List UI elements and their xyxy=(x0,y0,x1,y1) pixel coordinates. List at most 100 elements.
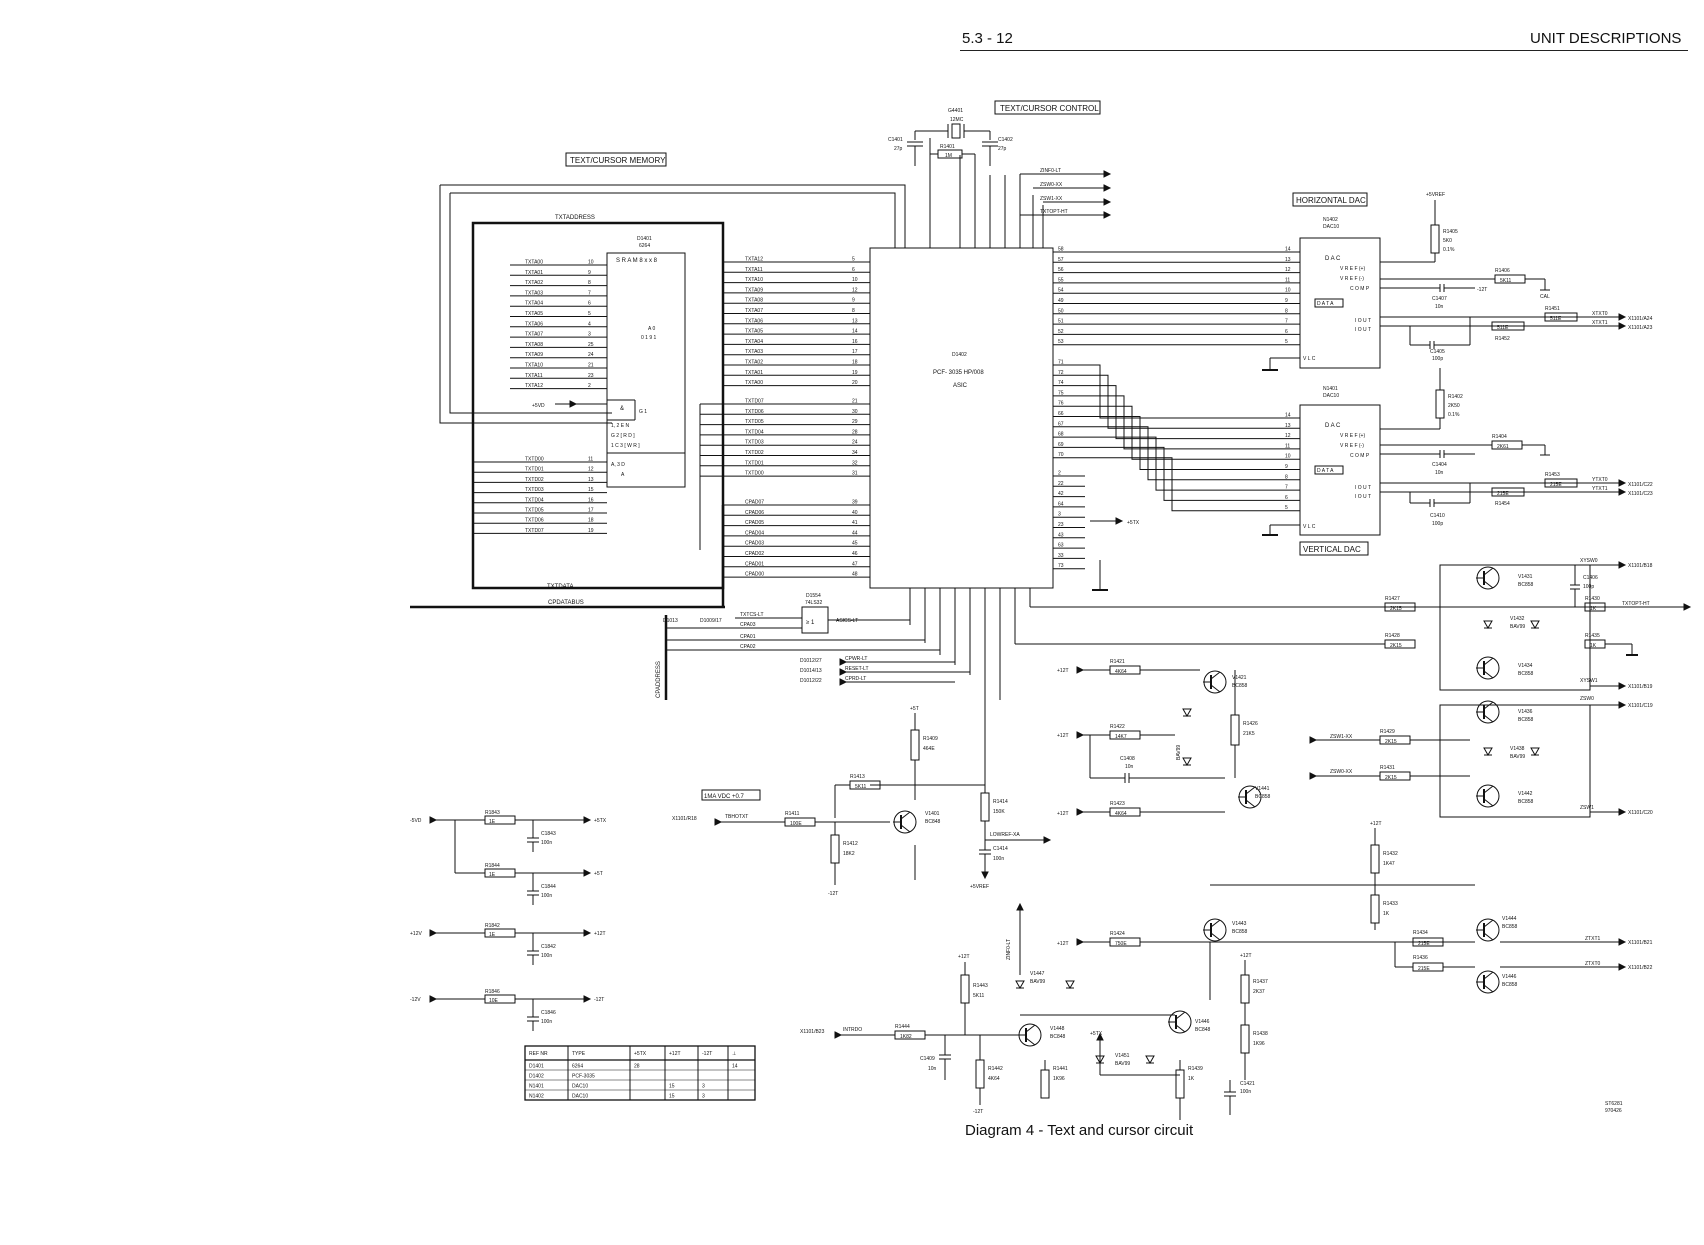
asic-addr-pin: 16 xyxy=(852,339,858,345)
svg-text:INTRDO: INTRDO xyxy=(843,1027,862,1033)
svg-text:511E: 511E xyxy=(1497,325,1509,331)
asic-data-name: TXTD05 xyxy=(745,419,764,425)
svg-text:+5TX: +5TX xyxy=(1090,1031,1103,1037)
horizontal-dac: N1402 DAC10 D A C V R E F (+) V R E F (-… xyxy=(1299,217,1381,369)
svg-text:X1101/B19: X1101/B19 xyxy=(1628,684,1653,690)
svg-text:TBHOTXT: TBHOTXT xyxy=(725,814,748,820)
switch-section: TXTOPT-HT R1427 2K15 R1430 1K R1428 2K15… xyxy=(1014,558,1692,818)
vdac-pin: 5 xyxy=(1285,505,1288,511)
svg-text:V1446: V1446 xyxy=(1195,1019,1210,1025)
svg-text:VERTICAL DAC: VERTICAL DAC xyxy=(1303,545,1361,554)
svg-text:&: & xyxy=(620,406,624,412)
sram-addr-name: TXTA00 xyxy=(525,260,543,266)
svg-text:ZTXT1: ZTXT1 xyxy=(1585,936,1600,942)
svg-text:V L C: V L C xyxy=(1303,524,1316,530)
asic-addr-pin: 17 xyxy=(852,349,858,355)
sram-data-pin: 15 xyxy=(588,487,594,493)
asic-right-pin: 33 xyxy=(1058,553,1064,559)
svg-text:ST6281: ST6281 xyxy=(1605,1101,1623,1107)
asic-data-name: TXTD07 xyxy=(745,399,764,405)
ref-table-cell: DAC10 xyxy=(572,1084,588,1090)
svg-text:BAV99: BAV99 xyxy=(1115,1061,1130,1067)
svg-text:+12T: +12T xyxy=(1057,941,1069,947)
vdac-pin: 8 xyxy=(1285,474,1288,480)
svg-text:R1432: R1432 xyxy=(1383,851,1398,857)
svg-text:CPA03: CPA03 xyxy=(740,622,756,628)
ref-table-cell: D1401 xyxy=(529,1064,544,1070)
sram-addr-name: TXTA08 xyxy=(525,342,543,348)
svg-text:1M: 1M xyxy=(945,153,952,159)
asic-cpad-pin: 41 xyxy=(852,520,858,526)
asic-right-pin: 73 xyxy=(1058,563,1064,569)
sram-addr-pin: 6 xyxy=(588,301,591,307)
svg-text:D A T A: D A T A xyxy=(1317,468,1334,474)
sram-data-name: TXTD02 xyxy=(525,477,544,483)
asic-addr-pin: 5 xyxy=(852,257,855,263)
svg-text:R1430: R1430 xyxy=(1585,596,1600,602)
sram-data-name: TXTD03 xyxy=(525,487,544,493)
svg-text:150K: 150K xyxy=(993,809,1005,815)
svg-text:BC858: BC858 xyxy=(1518,717,1534,723)
asic-right-pin: 72 xyxy=(1058,370,1064,376)
svg-text:BC858: BC858 xyxy=(1518,671,1534,677)
hdac-pin: 10 xyxy=(1285,288,1291,294)
svg-text:R1405: R1405 xyxy=(1443,229,1458,235)
asic-right-pin: 49 xyxy=(1058,298,1064,304)
svg-text:R1411: R1411 xyxy=(785,811,800,817)
ref-table-cell: 15 xyxy=(669,1094,675,1100)
sram-addr-pin: 4 xyxy=(588,321,591,327)
asic-addr-name: TXTA00 xyxy=(745,380,763,386)
svg-text:X1101/B23: X1101/B23 xyxy=(800,1029,825,1035)
transistors xyxy=(893,566,1540,1065)
vertical-dac: N1401 DAC10 D A C V R E F (+) V R E F (-… xyxy=(1299,386,1381,536)
supply-cap-ref: C1843 xyxy=(541,831,556,837)
svg-text:N1402: N1402 xyxy=(1323,217,1338,223)
svg-text:CPDATABUS: CPDATABUS xyxy=(548,600,584,606)
asic-right-pin: 74 xyxy=(1058,380,1064,386)
svg-text:+12T: +12T xyxy=(958,954,970,960)
svg-text:12MC: 12MC xyxy=(950,117,964,123)
svg-text:2K61: 2K61 xyxy=(1497,444,1509,450)
svg-text:TXTOPT-HT: TXTOPT-HT xyxy=(1040,209,1068,215)
sram-addr-pin: 21 xyxy=(588,363,594,369)
svg-text:5K0: 5K0 xyxy=(1443,238,1452,244)
svg-text:ZSW1: ZSW1 xyxy=(1580,805,1594,811)
svg-text:V1447: V1447 xyxy=(1030,971,1045,977)
ref-table-cell: 14 xyxy=(732,1064,738,1070)
asic-addr-name: TXTA10 xyxy=(745,277,763,283)
sram-addr-pin: 7 xyxy=(588,290,591,296)
asic-right-pin: 53 xyxy=(1058,339,1064,345)
svg-text:V R E F (-): V R E F (-) xyxy=(1340,443,1364,449)
sram-data-pin: 12 xyxy=(588,467,594,473)
hdac-pin: 7 xyxy=(1285,319,1288,325)
transistor-v1448 xyxy=(1018,1023,1042,1047)
svg-text:V1434: V1434 xyxy=(1518,663,1533,669)
asic-data-name: TXTD02 xyxy=(745,450,764,456)
svg-text:2K15: 2K15 xyxy=(1385,775,1397,781)
ref-table-header: ⊥ xyxy=(732,1051,736,1057)
ref-table-cell: 6264 xyxy=(572,1064,583,1070)
label-ma-vdc: 1MA VDC +0.7 xyxy=(701,789,761,801)
svg-text:I O U T: I O U T xyxy=(1355,318,1371,324)
asic-cpad-pin: 44 xyxy=(852,530,858,536)
svg-text:BC858: BC858 xyxy=(1502,924,1518,930)
svg-text:D A T A: D A T A xyxy=(1317,301,1334,307)
asic-data-pin: 31 xyxy=(852,471,858,477)
svg-text:C1401: C1401 xyxy=(888,137,903,143)
asic-cpad-pin: 45 xyxy=(852,541,858,547)
vdac-data-wire xyxy=(1085,436,1300,491)
hdac-pin: 14 xyxy=(1285,247,1291,253)
svg-text:+12T: +12T xyxy=(1240,953,1252,959)
sram-d1401: D1401 6264 S R A M 8 x x 8 A 0 0 1 9 1 &… xyxy=(606,236,686,488)
horizontal-dac-periph: +5VREF R1405 5K0 0.1% R1406 5K11 CAL -12… xyxy=(1262,192,1653,371)
asic-addr-name: TXTA04 xyxy=(745,339,763,345)
ref-table-cell: PCF-3035 xyxy=(572,1074,595,1080)
diode-v1433a xyxy=(1182,708,1192,718)
asic-data-pin: 29 xyxy=(852,419,858,425)
svg-text:S R A M 8 x x 8: S R A M 8 x x 8 xyxy=(616,258,658,264)
svg-text:V1443: V1443 xyxy=(1232,921,1247,927)
svg-text:10n: 10n xyxy=(1435,470,1444,476)
asic-cpad-name: CPAD02 xyxy=(745,551,764,557)
